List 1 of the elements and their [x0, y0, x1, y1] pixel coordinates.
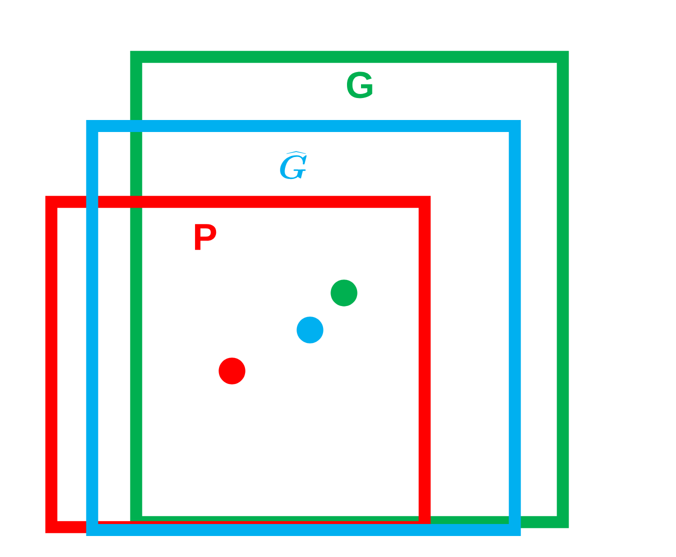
- square-outline: P: [45, 196, 431, 534]
